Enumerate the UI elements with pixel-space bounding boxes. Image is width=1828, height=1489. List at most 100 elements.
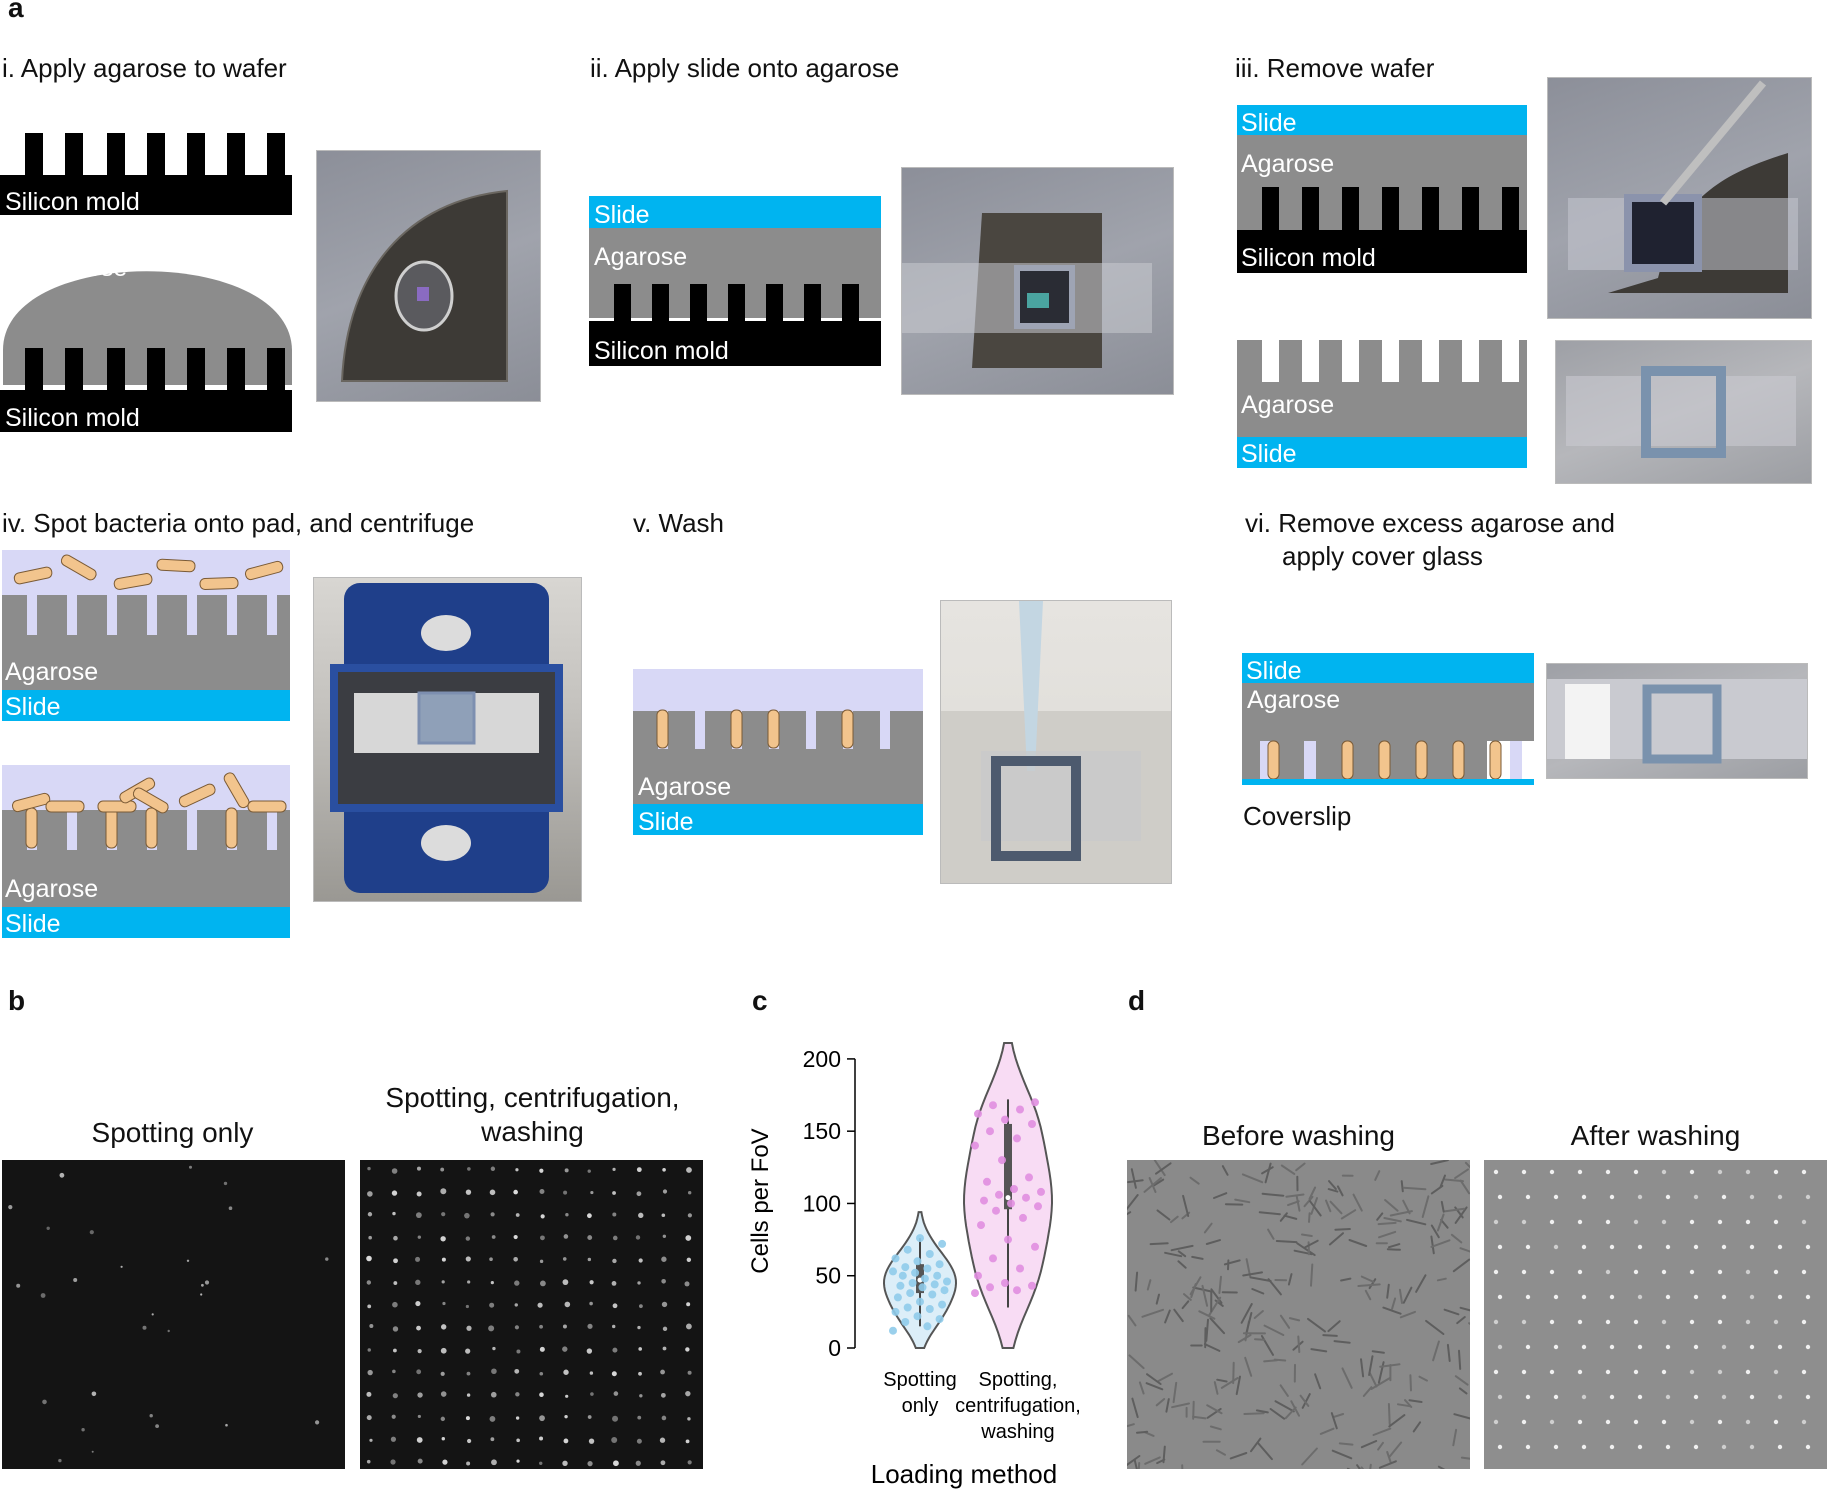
cell-spot — [686, 1257, 692, 1262]
cell-spot — [392, 1393, 398, 1399]
trapped-cell — [1549, 1369, 1555, 1375]
bacterium — [1452, 1258, 1471, 1273]
cell-spot — [367, 1212, 373, 1217]
bacterium — [1245, 1258, 1252, 1278]
bacterium — [1153, 1159, 1166, 1177]
cell-spot — [685, 1323, 692, 1330]
bacterium — [1389, 1210, 1413, 1217]
bacterium — [1391, 1297, 1397, 1310]
trapped-cell — [1693, 1294, 1699, 1300]
panel-letter-d: d — [1128, 985, 1146, 1016]
cell-spot — [539, 1392, 544, 1398]
bacterium — [1205, 1239, 1221, 1245]
bacterium — [1244, 1356, 1253, 1377]
bacterium — [1430, 1239, 1451, 1248]
trapped-cell — [1801, 1169, 1807, 1175]
trapped-cell — [1633, 1219, 1639, 1225]
data-point — [1001, 1115, 1009, 1124]
violins — [882, 1042, 1054, 1349]
bacterium — [1283, 1214, 1298, 1220]
slide-on-wafer-illustration — [902, 213, 1152, 368]
y-tick-label: 150 — [803, 1118, 841, 1144]
cell-spot — [611, 1437, 618, 1444]
bacterium — [1192, 1286, 1212, 1293]
trapped-cell — [1609, 1394, 1615, 1400]
bacterium — [1450, 1233, 1463, 1244]
step-title-vi-line1: vi. Remove excess agarose and — [1245, 508, 1615, 538]
trapped-cell — [1665, 1244, 1671, 1250]
slide-label: Slide — [1246, 657, 1302, 685]
cell-spot — [662, 1234, 667, 1238]
data-point — [891, 1254, 900, 1263]
step-vi-photo — [1546, 663, 1808, 779]
cell-spot — [687, 1191, 692, 1195]
cell-spot — [416, 1437, 423, 1443]
cell-spot — [612, 1191, 616, 1195]
cell-spot — [441, 1280, 445, 1284]
trapped-cell — [1661, 1319, 1667, 1325]
x-tick-label: Spotting, — [979, 1369, 1058, 1391]
trapped-cell — [1521, 1319, 1527, 1325]
bacterium — [1274, 1400, 1295, 1413]
step-vi-diagram: Slide Agarose — [1242, 653, 1534, 785]
cell-spot — [42, 1399, 47, 1405]
cell-spot — [440, 1236, 446, 1242]
cell-spot — [415, 1212, 422, 1219]
cell-spot — [415, 1300, 421, 1307]
trapped-cell — [1689, 1219, 1695, 1225]
data-point — [938, 1239, 947, 1248]
cell-spot — [639, 1304, 643, 1309]
bacterium — [1443, 1207, 1466, 1213]
cell-spot — [416, 1191, 422, 1197]
cell-spot — [366, 1255, 372, 1262]
cell-spot — [587, 1235, 593, 1240]
trapped-cell — [1689, 1169, 1695, 1175]
bacterium — [1172, 1381, 1178, 1404]
data-point — [1001, 1279, 1009, 1287]
bacterium — [1382, 1306, 1402, 1315]
data-point — [901, 1263, 910, 1272]
cell-spot — [686, 1167, 692, 1173]
bacterium — [1254, 1338, 1265, 1341]
wafer-removal-illustration — [1568, 80, 1798, 293]
bacterium — [1459, 1306, 1482, 1315]
cell-spot — [590, 1190, 594, 1195]
trapped-cell — [1661, 1369, 1667, 1375]
bacterium — [1216, 1378, 1228, 1383]
cell-spot — [416, 1369, 422, 1375]
cell-spot — [492, 1346, 496, 1351]
bacterium — [1372, 1427, 1392, 1436]
trapped-cell — [1721, 1344, 1727, 1350]
bacterium — [1136, 1430, 1149, 1434]
data-point — [998, 1156, 1006, 1165]
cell-spot — [684, 1281, 690, 1287]
trapped-cell — [1805, 1444, 1811, 1450]
data-point — [903, 1303, 912, 1312]
data-point — [1007, 1199, 1015, 1208]
trapped-cell — [1661, 1269, 1667, 1275]
bacterium — [1295, 1194, 1301, 1212]
bacterium — [1400, 1180, 1404, 1193]
panel-b-left-title: Spotting only — [91, 1117, 254, 1148]
y-tick-label: 0 — [828, 1335, 841, 1361]
cell-spot — [513, 1256, 518, 1262]
bacterium — [1439, 1174, 1446, 1188]
trapped-cell — [1749, 1444, 1755, 1450]
agarose-label: Agarose — [594, 243, 687, 271]
step-title-iii: iii. Remove wafer — [1235, 53, 1435, 83]
cell-spot — [466, 1461, 471, 1466]
bacterium — [1235, 1375, 1241, 1396]
bacterium — [1149, 1242, 1169, 1246]
data-point — [908, 1279, 917, 1287]
data-point — [977, 1221, 985, 1230]
bacterium — [1213, 1192, 1228, 1199]
bacterium — [1284, 1406, 1297, 1420]
cell-spot — [587, 1257, 592, 1262]
cell-spot — [151, 1313, 154, 1316]
cell-spot — [637, 1415, 642, 1420]
bacterium — [1127, 1179, 1144, 1184]
bacterium — [1162, 1445, 1166, 1464]
cell-spot — [490, 1212, 495, 1217]
trapped-cell — [1717, 1169, 1723, 1175]
cell-spot — [466, 1325, 472, 1331]
